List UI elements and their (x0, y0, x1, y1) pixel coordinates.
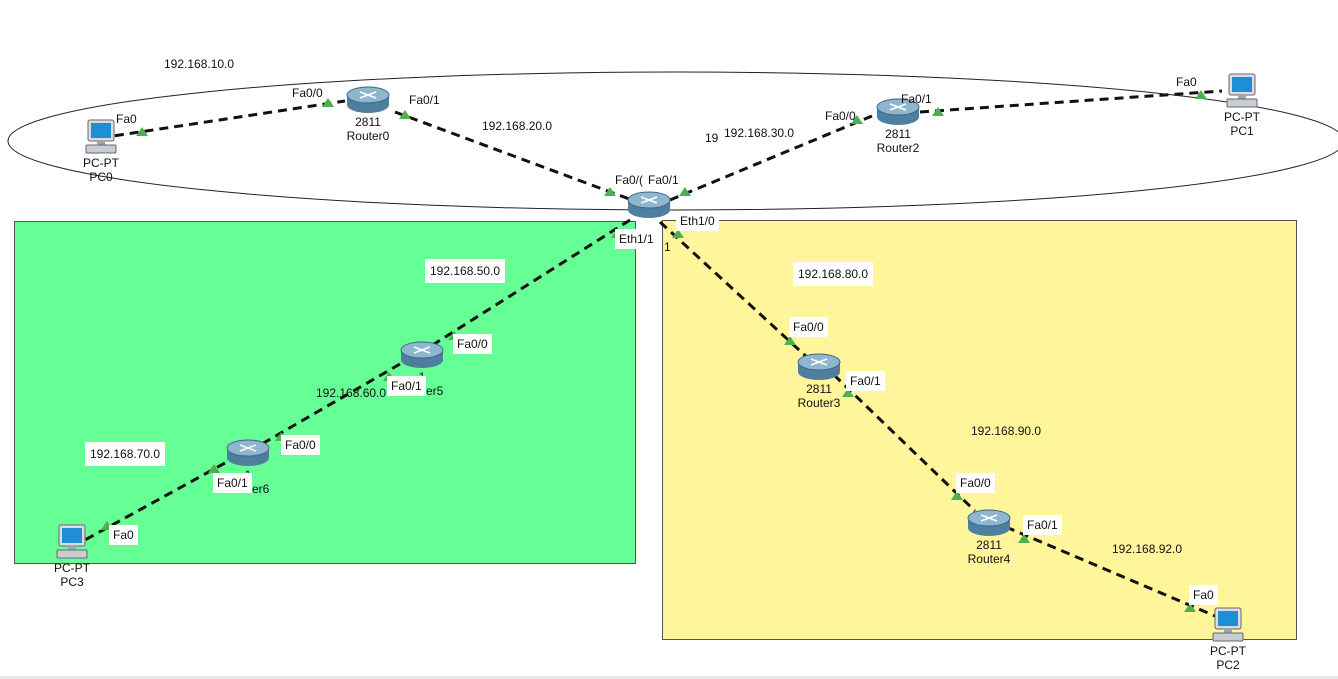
link-router6-pc3[interactable] (73, 461, 226, 548)
link-router1-router5[interactable] (419, 218, 631, 355)
port-label-r1-fa00: Fa0/( (615, 173, 644, 187)
port-marker (399, 110, 411, 119)
router-icon (627, 191, 671, 218)
network-label-90: 192.168.90.0 (971, 424, 1042, 438)
router-icon (346, 86, 390, 113)
pc1-model: PC-PT (1224, 110, 1260, 124)
network-label-60: 192.168.60.0 (316, 386, 387, 400)
link-router3-router4[interactable] (832, 373, 977, 513)
link-router2-pc1[interactable] (919, 89, 1223, 114)
port-label-r2-fa01: Fa0/1 (901, 92, 932, 106)
router-icon (400, 341, 444, 368)
link-router4-pc2[interactable] (1005, 525, 1216, 618)
network-label-50: 192.168.50.0 (425, 259, 506, 283)
bottom-edge (0, 676, 1338, 679)
router4[interactable]: 2811 Router4 (964, 508, 1014, 566)
pc2[interactable]: PC-PT PC2 (1203, 606, 1253, 672)
link-pc0-router0[interactable] (99, 99, 346, 140)
green-area (14, 221, 636, 564)
port-marker (208, 464, 220, 473)
port-label-r2-fa00: Fa0/0 (825, 109, 856, 123)
port-label-r1-eth10: Eth1/0 (676, 211, 719, 231)
port-label-pc3-fa0: Fa0 (109, 525, 138, 545)
port-label-pc2-fa0: Fa0 (1189, 585, 1218, 605)
port-label-r3-fa00: Fa0/0 (789, 317, 828, 337)
router-icon (797, 353, 841, 380)
network-label-10: 192.168.10.0 (159, 52, 240, 76)
port-label-r6-fa01: Fa0/1 (213, 473, 252, 493)
port-label-r5-fa00: Fa0/0 (453, 334, 492, 354)
port-label-r4-fa01: Fa0/1 (1023, 515, 1062, 535)
pc2-name: PC2 (1216, 658, 1240, 672)
pc-icon (1226, 73, 1258, 108)
network-label-92: 192.168.92.0 (1112, 542, 1183, 556)
port-marker (322, 98, 334, 107)
port-label-r1-partial: 1 (664, 240, 671, 254)
port-label-r0-fa00: Fa0/0 (292, 86, 323, 100)
router-icon (876, 98, 920, 125)
port-marker (1195, 90, 1207, 99)
link-router0-router1[interactable] (394, 110, 633, 202)
pc3[interactable]: PC-PT PC3 (47, 523, 97, 589)
router-icon (226, 439, 270, 466)
port-marker (672, 229, 684, 238)
pc1-name: PC1 (1230, 124, 1254, 138)
pc-icon (56, 524, 88, 559)
router2-model: 2811 (885, 127, 911, 141)
port-marker (951, 491, 963, 500)
port-label-r4-fa00: Fa0/0 (956, 473, 995, 493)
port-label-r6-fa00: Fa0/0 (281, 435, 320, 455)
port-label-r1-fa01: Fa0/1 (648, 173, 679, 187)
network-label-20: 192.168.20.0 (477, 114, 558, 138)
link-router1-router3[interactable] (658, 220, 812, 362)
router3[interactable]: 2811 Router3 (794, 352, 844, 410)
router3-name: Router3 (797, 396, 841, 410)
network-label-80: 192.168.80.0 (793, 262, 874, 286)
port-marker (784, 336, 796, 345)
router-icon (967, 509, 1011, 536)
port-marker (932, 107, 944, 116)
area-ellipse (7, 71, 1338, 211)
pc1[interactable]: PC-PT PC1 (1217, 72, 1267, 138)
port-marker (604, 187, 616, 196)
router2[interactable]: 2811 Router2 (873, 97, 923, 155)
pc-icon (85, 119, 117, 154)
router4-model: 2811 (976, 538, 1002, 552)
pc2-model: PC-PT (1210, 644, 1246, 658)
pc0-model: PC-PT (83, 156, 119, 170)
port-label-pc1-fa0: Fa0 (1176, 75, 1197, 89)
pc0[interactable]: PC-PT PC0 (76, 118, 126, 184)
port-marker (1018, 534, 1030, 543)
port-label-pc0-fa0: Fa0 (116, 112, 137, 126)
router1[interactable] (624, 190, 674, 220)
network-label-partial: 19 (705, 131, 719, 145)
network-label-30: 192.168.30.0 (719, 121, 800, 145)
pc3-name: PC3 (60, 575, 84, 589)
router0[interactable]: 2811 Router0 (343, 85, 393, 143)
pc-icon (1212, 607, 1244, 642)
link-router1-router2[interactable] (669, 114, 873, 202)
router3-model: 2811 (806, 382, 832, 396)
port-marker (679, 187, 691, 196)
port-label-r5-fa01: Fa0/1 (387, 376, 426, 396)
router2-name: Router2 (876, 141, 920, 155)
pc3-model: PC-PT (54, 561, 90, 575)
port-marker (842, 388, 854, 397)
router0-name: Router0 (346, 129, 390, 143)
port-label-r3-fa01: Fa0/1 (846, 371, 885, 391)
port-label-r1-eth11: Eth1/1 (615, 229, 658, 249)
network-label-70: 192.168.70.0 (85, 442, 166, 466)
router4-name: Router4 (967, 552, 1011, 566)
port-marker (1184, 603, 1196, 612)
router0-model: 2811 (355, 115, 381, 129)
pc0-name: PC0 (89, 170, 113, 184)
yellow-area (662, 220, 1297, 640)
port-marker (851, 115, 863, 124)
port-marker (136, 127, 148, 136)
port-label-r0-fa01: Fa0/1 (409, 93, 440, 107)
